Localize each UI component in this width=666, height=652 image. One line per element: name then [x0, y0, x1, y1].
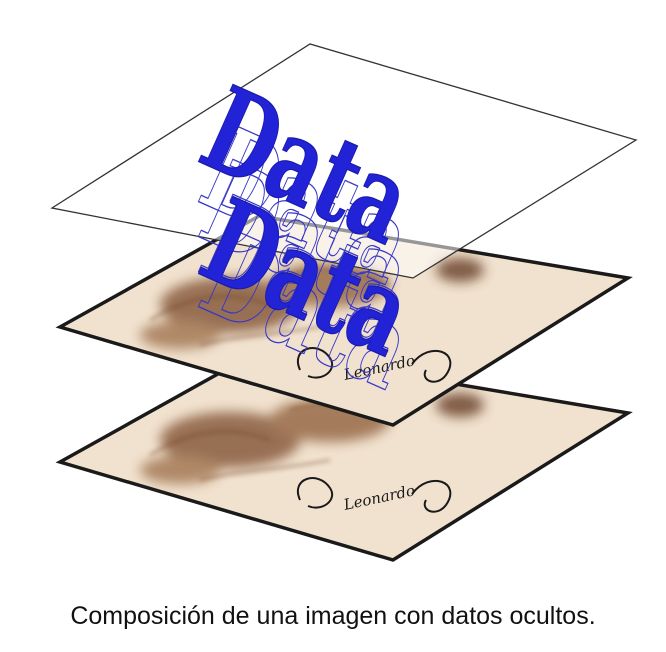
figure-caption: Composición de una imagen con datos ocul…: [70, 602, 596, 630]
middle-layer-strokes: [149, 269, 391, 346]
middle-layer-sheet: [55, 214, 633, 427]
layered-image-diagram: Leonardo Leonardo Data Data Data Da: [50, 43, 638, 562]
middle-image-layer: Leonardo: [55, 214, 633, 427]
top-layer-sheet: [50, 43, 638, 279]
bottom-layer-sheet: [55, 349, 633, 562]
top-transparent-layer: [50, 43, 638, 279]
